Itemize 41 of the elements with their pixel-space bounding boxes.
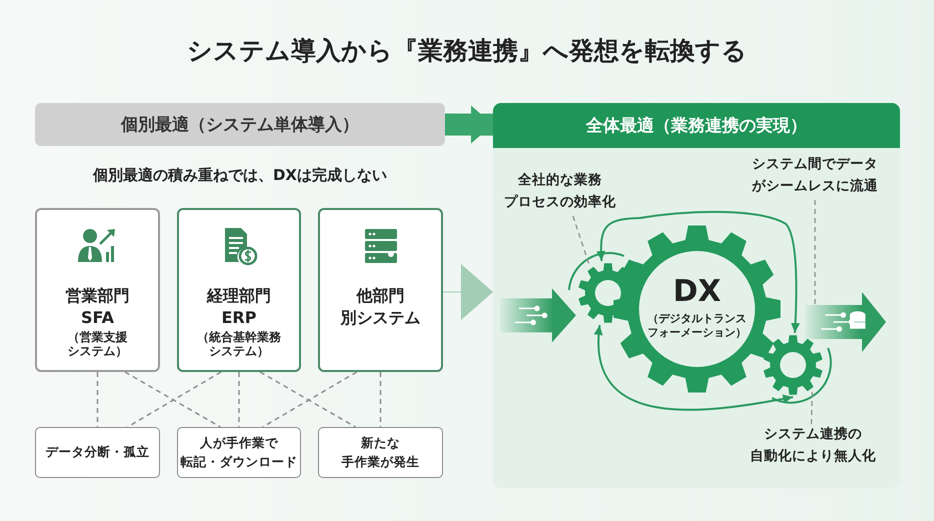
system-name: SFA [80,308,115,328]
system-description: （統合基幹業務システム） [196,330,282,359]
system-box [35,208,160,372]
data-flow-arrow [500,288,576,342]
system-description: （営業支援システム） [66,330,128,359]
panel [493,103,900,488]
callout-text: システム間でデータがシームレスに流通 [725,154,900,200]
department-label: 営業部門 [64,286,130,306]
box-text: データ分断・孤立 [46,443,150,462]
curved-arrow [596,211,800,334]
gear-label: DX [672,273,722,311]
curved-arrow [594,324,794,411]
data-flow-arrow [805,292,886,352]
gear [612,224,782,394]
subtitle: 個別最適の積み重ねでは、DXは完成しない [92,166,388,185]
system-box [177,208,301,372]
connector-line [238,372,240,427]
leader-line [814,200,816,307]
section-header: 全体最適（業務連携の実現） [493,103,900,148]
callout-text: 全社的な業務プロセスの効率化 [500,170,620,216]
problem-box [177,427,301,478]
callout-text: システム連携の自動化により無人化 [735,424,891,470]
box-text: 新たな手作業が発生 [342,434,420,470]
chevron-arrow [442,264,494,320]
connector-line [380,372,382,427]
department-label: 経理部門 [206,286,272,306]
leader-line [572,216,590,264]
system-name: 別システム [339,308,422,328]
gear-caption: （デジタルトランスフォーメーション） [646,312,748,341]
connector-line [96,372,98,427]
gear [761,333,825,397]
system-name: ERP [220,308,258,328]
problem-box [35,427,160,478]
section-header: 個別最適（システム単体導入） [35,103,445,146]
system-box [318,208,443,372]
problem-box [318,427,443,478]
department-label: 他部門 [355,286,406,306]
box-text: 人が手作業で転記・ダウンロード [180,434,298,470]
chevron-arrow [444,106,494,144]
title: システム導入から『業務連携』へ発想を転換する [186,35,748,67]
leader-line [810,390,813,424]
